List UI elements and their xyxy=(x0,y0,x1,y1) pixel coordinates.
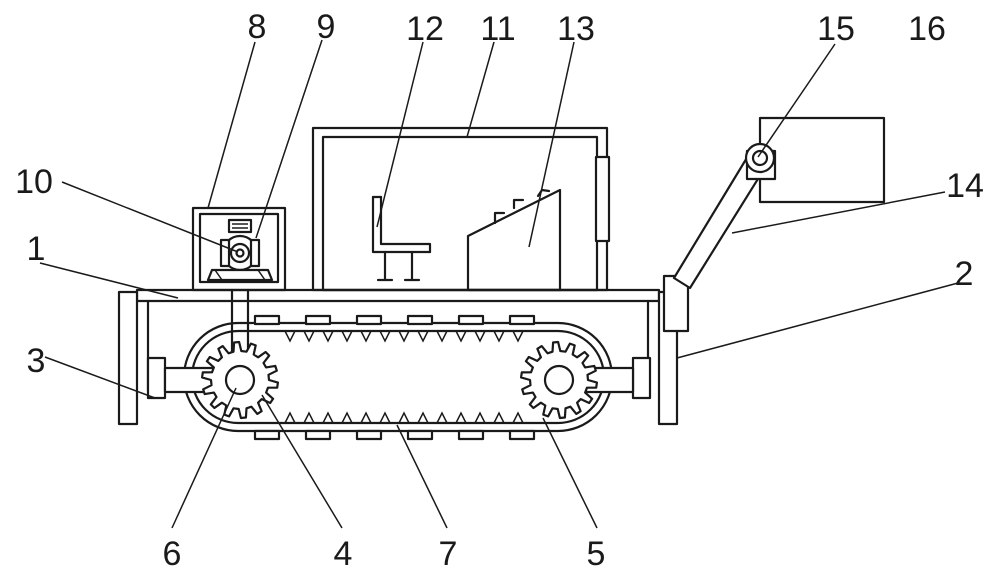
track xyxy=(182,314,614,441)
track-teeth xyxy=(284,330,524,424)
part-numbers: 1 2 3 4 5 6 7 8 9 10 11 12 13 14 15 16 xyxy=(15,8,984,573)
label-6: 6 xyxy=(163,535,182,573)
pivot-joint xyxy=(744,142,777,181)
label-1: 1 xyxy=(27,230,46,268)
label-3: 3 xyxy=(27,342,46,380)
label-7: 7 xyxy=(439,535,458,573)
label-11: 11 xyxy=(480,10,515,48)
motor xyxy=(206,218,274,282)
cabin xyxy=(311,126,611,292)
label-5: 5 xyxy=(587,535,606,573)
control-console xyxy=(466,188,562,292)
leader-lines xyxy=(39,39,959,529)
attachment-box xyxy=(758,116,886,204)
idler-gear xyxy=(520,340,598,420)
label-8: 8 xyxy=(248,8,267,46)
label-16: 16 xyxy=(908,10,946,48)
label-4: 4 xyxy=(334,535,353,573)
label-14: 14 xyxy=(946,167,984,205)
end-plates xyxy=(117,290,679,426)
label-15: 15 xyxy=(817,10,855,48)
label-10: 10 xyxy=(15,163,53,201)
label-9: 9 xyxy=(317,8,336,46)
drive-gear xyxy=(201,340,279,420)
track-cleats-bottom xyxy=(253,429,536,441)
seat xyxy=(371,195,432,282)
label-12: 12 xyxy=(406,10,444,48)
label-13: 13 xyxy=(557,10,595,48)
label-2: 2 xyxy=(955,255,974,293)
track-cleats-top xyxy=(253,314,536,326)
